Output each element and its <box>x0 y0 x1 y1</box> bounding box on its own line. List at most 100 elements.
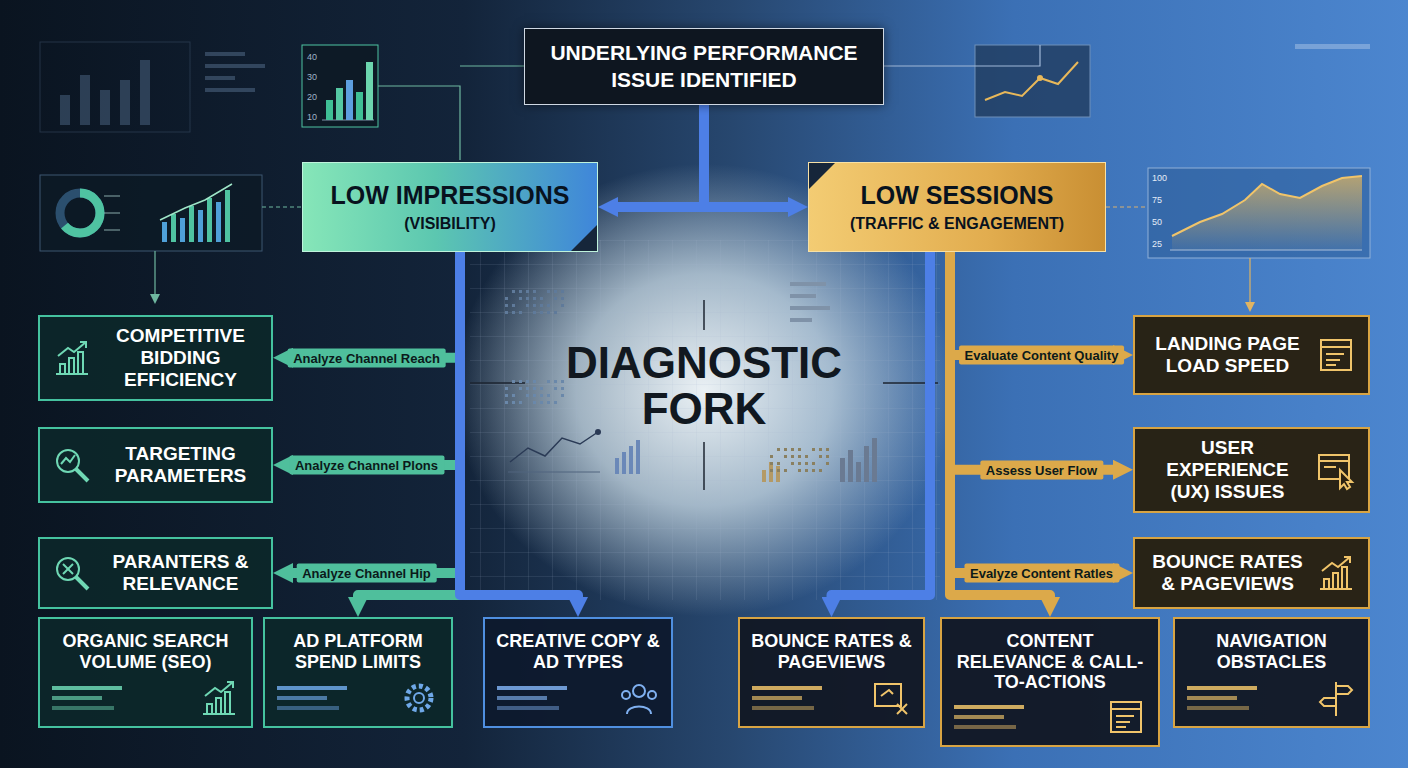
cause-box: PARANTERS & RELEVANCE <box>38 537 273 609</box>
dot <box>519 387 522 390</box>
dot <box>547 401 550 404</box>
box-heading: TARGETING PARAMETERS <box>102 443 259 487</box>
dot <box>547 394 550 397</box>
bar-mark <box>954 725 1016 729</box>
bar-mark <box>277 706 339 710</box>
axis-number: 25 <box>1152 239 1162 249</box>
cause-box: USER EXPERIENCE (UX) ISSUES <box>1133 427 1370 513</box>
dot <box>777 469 780 472</box>
corner-triangle <box>571 225 597 251</box>
dot <box>561 394 564 397</box>
cause-box: BOUNCE RATES & PAGEVIEWS <box>1133 537 1370 609</box>
icon <box>1111 702 1141 732</box>
flow-arrow <box>612 105 704 207</box>
bar-chart-panel <box>302 45 378 127</box>
cause-box: LANDING PAGE LOAD SPEED <box>1133 315 1370 395</box>
dot <box>561 297 564 300</box>
dot <box>526 380 529 383</box>
bar-mark <box>752 696 802 700</box>
dot <box>826 448 829 451</box>
box-heading: LANDING PAGE LOAD SPEED <box>1147 333 1308 377</box>
factor-box: CONTENT RELEVANCE & CALL-TO-ACTIONS <box>940 617 1160 747</box>
dot <box>519 380 522 383</box>
dot <box>554 387 557 390</box>
dot <box>805 455 808 458</box>
flow-arrow <box>358 252 460 603</box>
arrow-label: Analyze Channel Reach <box>287 348 446 367</box>
dot <box>533 380 536 383</box>
dot <box>512 304 515 307</box>
dot <box>777 462 780 465</box>
dot <box>540 297 543 300</box>
flow-arrow <box>950 252 1119 573</box>
icon <box>875 684 907 714</box>
corner-triangle <box>809 163 835 189</box>
icon-frame <box>52 553 92 593</box>
cause-box: TARGETING PARAMETERS <box>38 427 273 503</box>
icon-frame <box>1316 335 1356 375</box>
box-heading: USER EXPERIENCE (UX) ISSUES <box>1147 437 1308 503</box>
dot <box>819 455 822 458</box>
icon-frame <box>1316 450 1356 490</box>
axis-number: 40 <box>307 52 317 62</box>
area-chart-panel <box>1106 168 1370 312</box>
axis-number: 30 <box>307 72 317 82</box>
corner-mark <box>571 225 597 251</box>
dot <box>505 394 508 397</box>
icon-strip <box>750 678 913 718</box>
dot <box>512 311 515 314</box>
dot <box>791 462 794 465</box>
dot <box>533 394 536 397</box>
dot <box>540 401 543 404</box>
box-heading: BOUNCE RATES & PAGEVIEWS <box>750 631 913 672</box>
dot <box>819 448 822 451</box>
box-heading: LOW IMPRESSIONS <box>321 180 579 210</box>
dot <box>533 387 536 390</box>
dot <box>784 448 787 451</box>
dot <box>505 297 508 300</box>
dot <box>505 387 508 390</box>
arrow-label: Assess User Flow <box>980 460 1103 479</box>
factor-box: NAVIGATION OBSTACLES <box>1173 617 1370 728</box>
arrow-label: Evaluate Content Quality <box>959 346 1125 365</box>
dot <box>540 304 543 307</box>
dot <box>554 297 557 300</box>
flow-arrow <box>950 252 1119 355</box>
issue-box: UNDERLYING PERFORMANCE ISSUE IDENTIFIED <box>524 28 884 105</box>
axis-number: 100 <box>1152 173 1167 183</box>
branch-box: LOW IMPRESSIONS(VISIBILITY) <box>302 162 598 252</box>
dot <box>826 462 829 465</box>
factor-box: BOUNCE RATES & PAGEVIEWS <box>738 617 925 728</box>
bar-mark <box>954 705 1024 709</box>
dot <box>547 311 550 314</box>
dot <box>526 387 529 390</box>
top-left-chart <box>40 42 265 132</box>
icon <box>57 450 88 481</box>
top-right-chart <box>878 44 1370 117</box>
box-heading: COMPETITIVE BIDDING EFFICIENCY <box>102 325 259 391</box>
dot <box>819 469 822 472</box>
flow-arrow <box>287 252 460 358</box>
arrow-label: Analyze Channel Hip <box>296 564 437 583</box>
icon-frame <box>52 338 92 378</box>
axis-number: 50 <box>1152 217 1162 227</box>
dot <box>798 469 801 472</box>
bar-mark <box>497 706 559 710</box>
dot <box>561 290 564 293</box>
bar-mark <box>52 696 102 700</box>
icon <box>1320 557 1352 589</box>
dot <box>547 290 550 293</box>
bar-mark <box>1187 706 1249 710</box>
box-heading: LOW SESSIONS <box>827 180 1087 210</box>
dot <box>798 455 801 458</box>
dot <box>526 297 529 300</box>
corner-mark <box>809 163 835 189</box>
dot <box>533 311 536 314</box>
dot <box>812 462 815 465</box>
dot <box>512 394 515 397</box>
bar-mark <box>497 696 547 700</box>
box-heading: PARANTERS & RELEVANCE <box>102 551 259 595</box>
bar-mark <box>1187 686 1257 690</box>
dot <box>554 311 557 314</box>
dot <box>519 311 522 314</box>
